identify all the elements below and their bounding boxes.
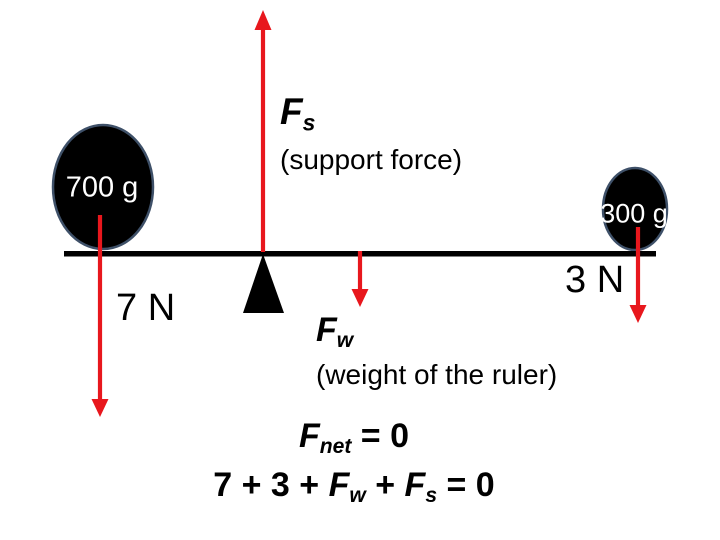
equation-force-sum-f1: F xyxy=(328,466,350,504)
equation-net-force-rhs: = 0 xyxy=(351,417,410,455)
support-force-arrow xyxy=(254,10,272,252)
support-force-symbol-f: F xyxy=(280,91,303,132)
equation-force-sum-sub2: s xyxy=(425,483,438,507)
right-force-value: 3 N xyxy=(565,259,625,301)
equation-net-force: Fnet = 0 xyxy=(0,419,708,457)
fulcrum-triangle xyxy=(243,254,284,313)
equation-force-sum-prefix: 7 + 3 + xyxy=(213,466,329,504)
support-force-symbol-sub: s xyxy=(302,109,316,136)
ruler-weight-symbol-f: F xyxy=(316,311,337,349)
left-weight-arrowhead xyxy=(91,399,109,417)
equation-force-sum-mid: + xyxy=(365,466,405,504)
equation-force-sum: 7 + 3 + Fw + Fs = 0 xyxy=(0,468,708,506)
support-force-arrowhead xyxy=(254,10,272,30)
support-force-symbol: Fs xyxy=(280,93,315,134)
ruler-weight-arrowhead xyxy=(351,289,369,307)
left-weight-arrow xyxy=(91,215,109,417)
right-weight-arrow xyxy=(629,227,647,323)
equation-force-sum-sub1: w xyxy=(349,483,366,507)
support-force-caption: (support force) xyxy=(280,144,463,175)
left-mass-label: 700 g xyxy=(65,171,139,204)
left-mass-ellipse xyxy=(51,123,155,251)
equation-force-sum-f2: F xyxy=(404,466,426,504)
ruler-weight-caption: (weight of the ruler) xyxy=(316,359,558,390)
right-mass-label: 300 g xyxy=(600,198,668,229)
equation-force-sum-suffix: = 0 xyxy=(437,466,495,504)
right-mass-ellipse xyxy=(601,166,669,252)
right-weight-arrowhead xyxy=(629,305,647,323)
ruler-weight-arrow xyxy=(351,251,369,307)
left-force-value: 7 N xyxy=(116,287,176,329)
ruler-weight-symbol-sub: w xyxy=(336,328,354,352)
equation-net-force-f: F xyxy=(298,417,320,455)
ruler-weight-symbol: Fw xyxy=(316,313,353,351)
equation-net-force-sub: net xyxy=(319,434,352,458)
